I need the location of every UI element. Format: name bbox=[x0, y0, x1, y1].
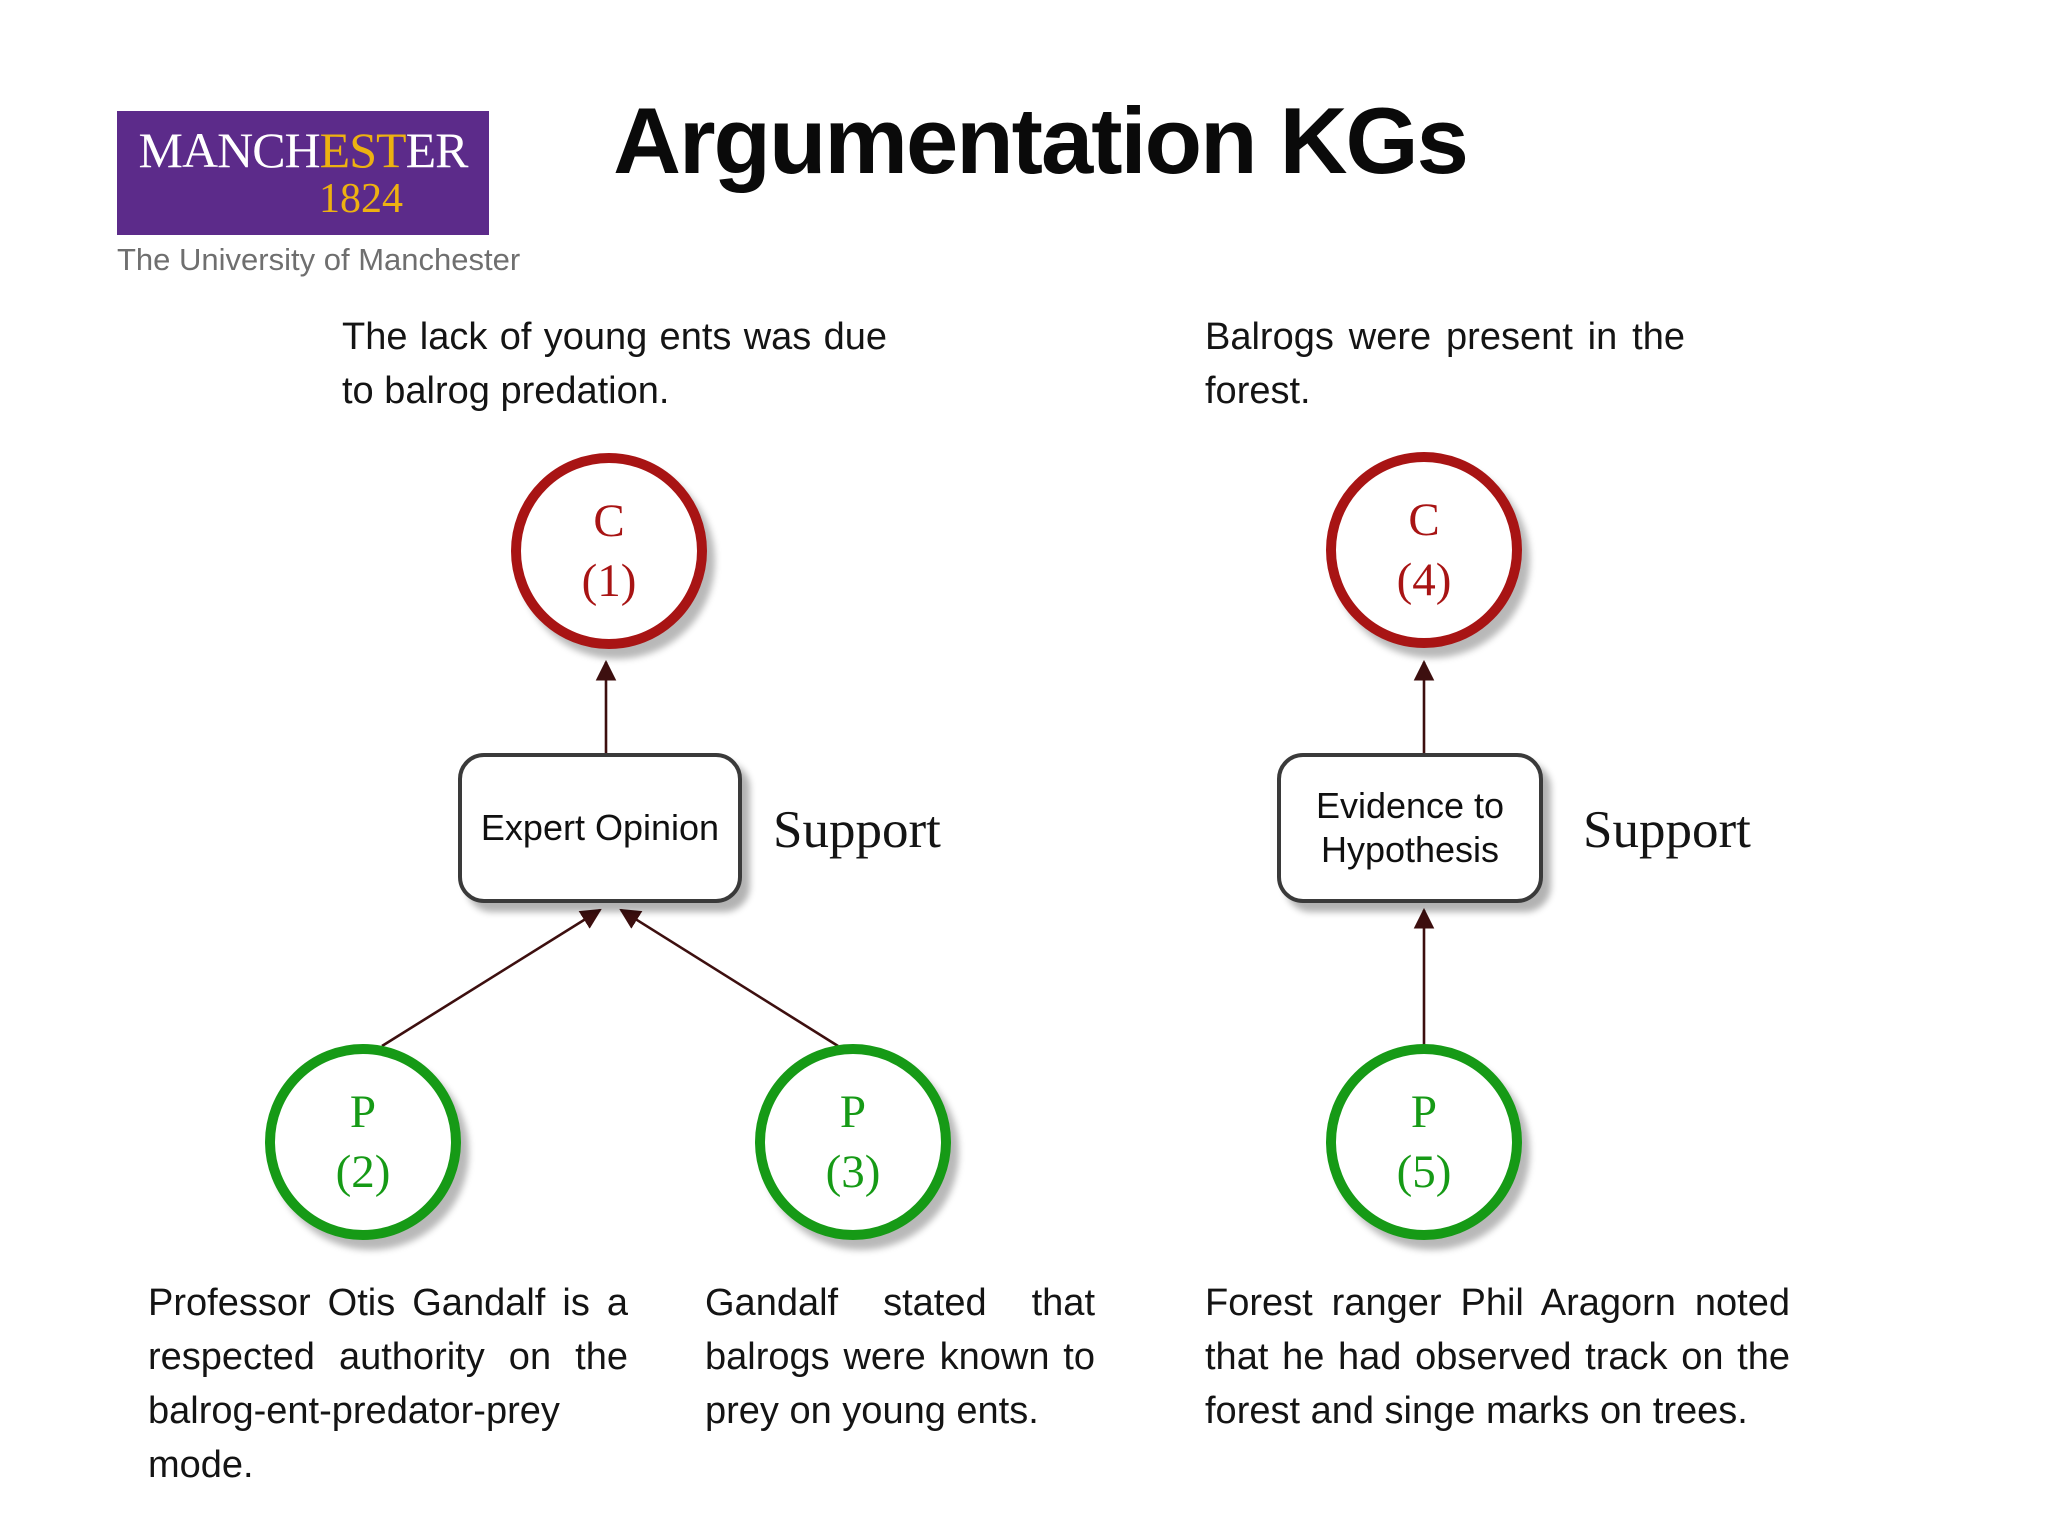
node-letter: P bbox=[839, 1086, 867, 1138]
page-title: Argumentation KGs bbox=[613, 88, 1469, 193]
premise-node-p5: P (5) bbox=[1326, 1044, 1522, 1240]
node-number: (4) bbox=[1396, 554, 1452, 606]
edge-p3-to-scheme1 bbox=[619, 908, 839, 1048]
edge-p2-to-scheme1 bbox=[381, 908, 602, 1048]
conclusion-node-c4: C (4) bbox=[1326, 452, 1522, 648]
scheme-label: Evidence to Hypothesis bbox=[1315, 785, 1505, 870]
node-number: (3) bbox=[825, 1146, 881, 1198]
premise-text-3: Gandalf stated that balrogs were known t… bbox=[705, 1282, 1095, 1432]
node-number: (5) bbox=[1396, 1146, 1452, 1198]
claim-text-1: The lack of young ents was due to balrog… bbox=[342, 316, 887, 412]
claim-text-4: Balrogs were present in the forest. bbox=[1205, 316, 1685, 412]
node-letter: C bbox=[593, 495, 625, 547]
logo-tagline: The University of Manchester bbox=[117, 242, 521, 277]
scheme-box-evidence-to-hypothesis: Evidence to Hypothesis bbox=[1277, 753, 1543, 903]
logo-wordmark-pre: MANCH bbox=[138, 122, 321, 178]
scheme-box-expert-opinion: Expert Opinion bbox=[458, 753, 742, 903]
scheme-label: Expert Opinion bbox=[480, 807, 720, 848]
support-label-1: Support bbox=[773, 801, 941, 859]
premise-text-2: Professor Otis Gandalf is a respected au… bbox=[148, 1282, 628, 1486]
premise-node-p3: P (3) bbox=[755, 1044, 951, 1240]
logo-wordmark-post: ER bbox=[405, 122, 469, 178]
logo-wordmark-gold: EST bbox=[319, 122, 407, 178]
conclusion-node-c1: C (1) bbox=[511, 453, 707, 649]
node-letter: C bbox=[1408, 494, 1440, 546]
node-letter: P bbox=[1410, 1086, 1438, 1138]
manchester-logo-box: MANCHESTER 1824 bbox=[117, 111, 489, 235]
node-letter: P bbox=[349, 1086, 377, 1138]
premise-text-5: Forest ranger Phil Aragorn noted that he… bbox=[1205, 1282, 1790, 1432]
node-number: (2) bbox=[335, 1146, 391, 1198]
support-label-2: Support bbox=[1583, 801, 1751, 859]
logo-wordmark: MANCHESTER bbox=[117, 124, 489, 176]
logo-year: 1824 bbox=[319, 176, 403, 222]
premise-node-p2: P (2) bbox=[265, 1044, 461, 1240]
node-number: (1) bbox=[581, 555, 637, 607]
